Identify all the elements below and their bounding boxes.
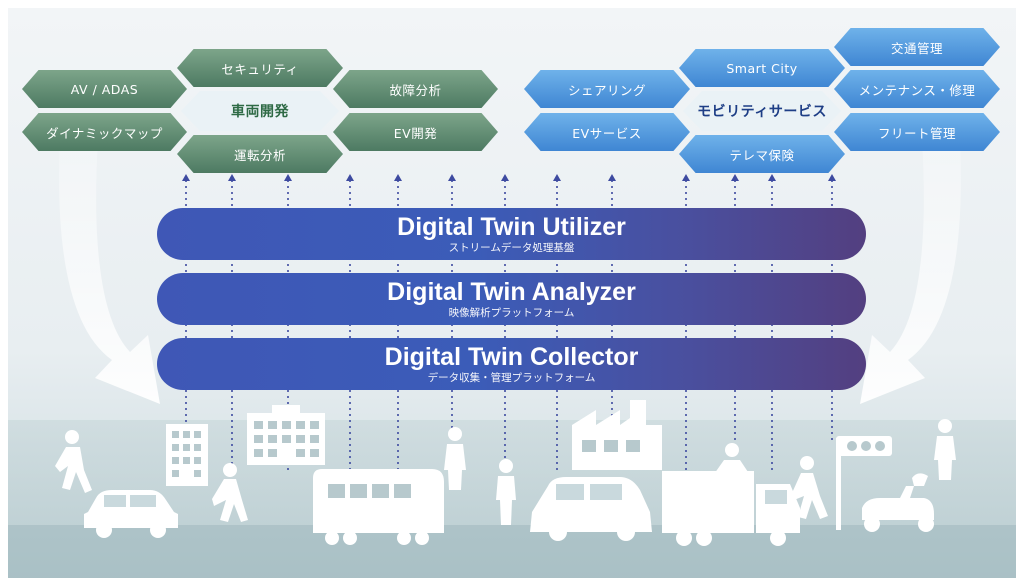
pedestrian-icon [712,443,752,490]
flow-arrow-head [284,174,292,181]
hex-label: メンテナンス・修理 [858,82,976,98]
flow-arrow-head [346,174,354,181]
pedestrian-icon [212,463,248,522]
hex-dynamic-map: ダイナミックマップ [22,113,187,151]
car-icon [84,490,178,538]
hex-failure-analysis: 故障分析 [333,70,498,108]
hex-mobility-service: モビリティサービス [683,91,841,131]
hex-label: シェアリング [567,82,646,98]
layer-utilizer: Digital Twin Utilizer ストリームデータ処理基盤 [157,208,866,260]
pedestrian-icon [496,459,516,525]
hex-driving-analysis: 運転分析 [177,135,343,173]
flow-arrow-head [768,174,776,181]
flow-arrow-head [608,174,616,181]
layer-title: Digital Twin Analyzer [387,277,636,306]
bus-icon [313,469,444,545]
layer-title: Digital Twin Collector [384,342,639,371]
hex-label: 故障分析 [389,82,442,98]
flow-arrow-head [828,174,836,181]
flow-arrow-head [448,174,456,181]
left-curved-arrow [59,140,160,404]
scooter-icon [862,473,934,532]
pedestrian-icon [444,427,466,490]
hex-label: ダイナミックマップ [46,125,163,141]
layer-subtitle: データ収集・管理プラットフォーム [427,371,596,384]
hex-label: フリート管理 [877,125,956,141]
layer-subtitle: ストリームデータ処理基盤 [448,241,575,254]
hex-label: 交通管理 [890,40,943,56]
flow-arrow-head [501,174,509,181]
pedestrian-icon [792,456,828,519]
hex-label: AV / ADAS [70,81,139,97]
pedestrian-icon [55,430,92,493]
hex-label: テレマ保険 [729,147,795,163]
office-building-icon [166,424,208,486]
hex-telematics-insurance: テレマ保険 [679,135,845,173]
hex-label: 運転分析 [233,147,286,163]
flow-arrow-head [228,174,236,181]
hex-av-adas: AV / ADAS [22,70,187,108]
hex-fleet-management: フリート管理 [834,113,1000,151]
hex-ev-service: EVサービス [524,113,690,151]
apartment-building-icon [247,405,325,465]
hex-security: セキュリティ [177,49,343,87]
right-curved-arrow [860,140,961,404]
hex-label: セキュリティ [221,61,299,77]
hex-label: EVサービス [572,125,642,141]
car-icon [530,477,652,541]
traffic-light-icon [836,436,892,530]
layer-subtitle: 映像解析プラットフォーム [448,306,575,319]
hex-label: EV開発 [393,125,438,141]
hex-traffic-management: 交通管理 [834,28,1000,66]
flow-arrow-head [394,174,402,181]
hex-ev-development: EV開発 [333,113,498,151]
hex-maintenance-repair: メンテナンス・修理 [834,70,1000,108]
hex-sharing: シェアリング [524,70,690,108]
domain-title: 車両開発 [231,104,289,120]
pedestrian-icon [934,419,956,480]
flow-arrow-head [182,174,190,181]
hex-label: Smart City [726,60,798,76]
layer-title: Digital Twin Utilizer [397,212,626,241]
layer-analyzer: Digital Twin Analyzer 映像解析プラットフォーム [157,273,866,325]
layer-collector: Digital Twin Collector データ収集・管理プラットフォーム [157,338,866,390]
hex-smart-city: Smart City [679,49,845,87]
flow-arrow-head [553,174,561,181]
domain-title: モビリティサービス [697,104,827,120]
hex-vehicle-development: 車両開発 [181,91,339,131]
flow-arrow-head [682,174,690,181]
flow-arrow-head [731,174,739,181]
factory-icon [572,400,662,470]
